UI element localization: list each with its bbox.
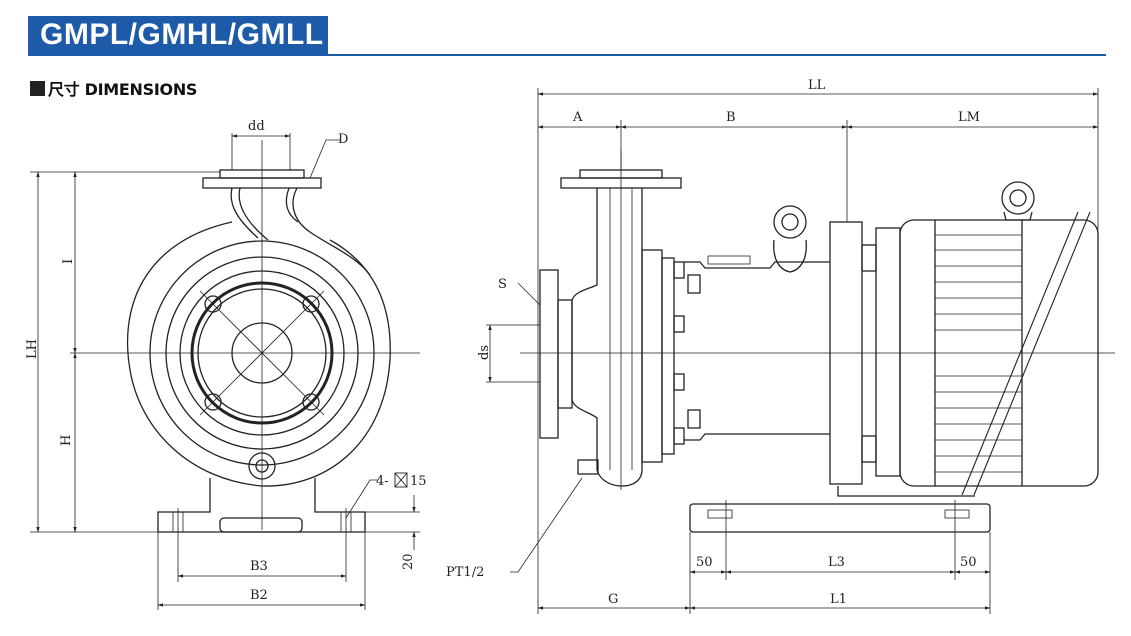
suction-flange-ring bbox=[190, 281, 334, 425]
LH-label: LH bbox=[25, 339, 40, 359]
motor-flange bbox=[829, 221, 863, 485]
bolt-count-label: 4- bbox=[376, 474, 389, 489]
bolt-size-label: 15 bbox=[410, 474, 427, 489]
drain-plug-inner bbox=[255, 459, 269, 473]
side-casing bbox=[571, 188, 643, 487]
front-bolt-hole-icon bbox=[204, 393, 222, 411]
A-label: A bbox=[572, 110, 583, 125]
base-slot bbox=[944, 509, 970, 519]
I-label: I bbox=[61, 259, 76, 264]
motor-lifting-eye-icon bbox=[1001, 181, 1035, 215]
L1-label: L1 bbox=[830, 592, 847, 607]
motor-body bbox=[899, 219, 1099, 487]
casing-cover bbox=[641, 249, 663, 463]
square-hole-icon-diagonal bbox=[394, 472, 408, 488]
drain-plug-icon bbox=[248, 452, 276, 480]
casing-ring-3 bbox=[179, 270, 345, 436]
discharge-inner-right bbox=[285, 187, 299, 223]
motor-diagonal-brace bbox=[973, 211, 1091, 496]
motor-bolt-icon bbox=[861, 244, 877, 272]
base-slot bbox=[707, 509, 733, 519]
LL-label: LL bbox=[808, 78, 826, 93]
motor-foot bbox=[837, 486, 975, 497]
lifting-eye-icon bbox=[773, 205, 807, 239]
D-label: D bbox=[338, 132, 348, 147]
cover-flange bbox=[661, 257, 675, 455]
motor-lifting-eye-inner bbox=[1009, 189, 1027, 207]
section-heading-text: 尺寸 DIMENSIONS bbox=[48, 80, 198, 99]
fifty-right-label: 50 bbox=[960, 555, 977, 570]
S-leader bbox=[517, 282, 541, 306]
front-bolt-hole-icon bbox=[302, 393, 320, 411]
bracket-rib bbox=[707, 255, 751, 265]
suction-flange-side bbox=[539, 269, 559, 439]
bracket-bottom bbox=[684, 433, 830, 441]
section-heading: 尺寸 DIMENSIONS bbox=[30, 78, 198, 99]
B3-label: B3 bbox=[250, 559, 268, 574]
discharge-neck-left bbox=[230, 187, 259, 239]
lifting-eye-inner bbox=[781, 213, 799, 231]
B-label: B bbox=[726, 110, 736, 125]
foot-recess bbox=[219, 517, 303, 533]
bolt-head-icon bbox=[687, 409, 701, 429]
motor-fins bbox=[935, 234, 1022, 473]
front-bolt-hole-icon bbox=[204, 295, 222, 313]
casing-ring-2 bbox=[165, 256, 359, 450]
bolt-head-icon bbox=[673, 373, 685, 391]
bolt-head-icon bbox=[673, 427, 685, 445]
dd-label: dd bbox=[248, 119, 265, 134]
lifting-eye-base bbox=[773, 239, 807, 273]
motor-diagonal-brace bbox=[961, 211, 1079, 496]
motor-bolt-icon bbox=[861, 435, 877, 463]
bracket-top bbox=[684, 261, 830, 269]
suction-bore bbox=[231, 322, 293, 384]
S-label: S bbox=[498, 277, 507, 292]
discharge-inner-left bbox=[238, 187, 269, 241]
side-drain-plug-icon bbox=[577, 459, 599, 475]
bolt-diagonal bbox=[199, 290, 325, 416]
suction-neck bbox=[557, 299, 573, 409]
title-bar: GMPL/GMHL/GMLL bbox=[28, 16, 328, 54]
B2-label: B2 bbox=[250, 588, 268, 603]
square-hole-icon bbox=[394, 472, 408, 488]
fifty-left-label: 50 bbox=[696, 555, 713, 570]
height20-label: 20 bbox=[401, 553, 416, 570]
motor-collar bbox=[875, 227, 901, 477]
discharge-flange-top bbox=[219, 169, 305, 179]
motor-eye-base bbox=[1003, 211, 1033, 221]
PT-leader bbox=[510, 477, 583, 573]
G-label: G bbox=[608, 592, 618, 607]
L3-label: L3 bbox=[828, 555, 845, 570]
LM-label: LM bbox=[958, 110, 980, 125]
D-leader bbox=[309, 139, 340, 179]
pump-casing-outline bbox=[126, 221, 391, 487]
bolt-head-icon bbox=[673, 261, 685, 279]
page-title: GMPL/GMHL/GMLL bbox=[40, 18, 324, 51]
PT-label: PT1/2 bbox=[446, 565, 484, 580]
casing-ring-1 bbox=[149, 240, 375, 466]
front-view: dd D LH I H 4- 15 20 B3 B2 bbox=[25, 119, 427, 610]
title-underline bbox=[28, 54, 1106, 56]
H-label: H bbox=[59, 435, 74, 446]
base-plate bbox=[689, 503, 991, 533]
suction-flange-inner bbox=[197, 288, 327, 418]
bolt-leader bbox=[345, 479, 378, 519]
discharge-neck-right bbox=[292, 187, 371, 276]
cover-bolts bbox=[673, 261, 701, 445]
bolt-head-icon bbox=[673, 315, 685, 333]
front-bolt-hole-icon bbox=[302, 295, 320, 313]
side-view: LL A B LM ds S bbox=[446, 78, 1115, 614]
bolt-head-icon bbox=[687, 274, 701, 294]
ds-label: ds bbox=[477, 345, 492, 360]
heading-square-icon bbox=[30, 80, 45, 96]
